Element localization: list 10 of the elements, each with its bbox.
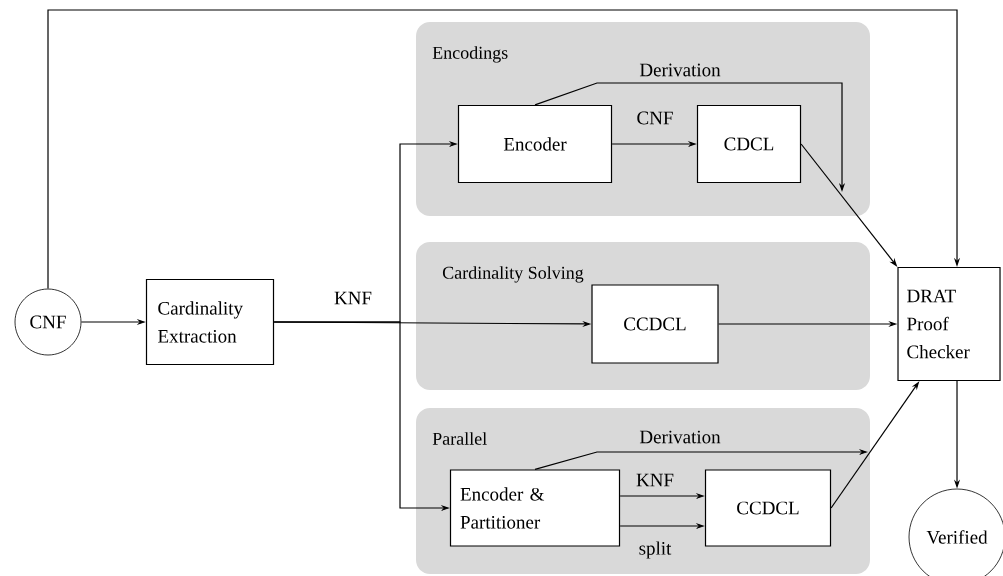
process-box: Encoder & Partitioner: [449, 469, 621, 547]
process-box: Encoder: [457, 104, 613, 184]
edge-label: KNF: [333, 290, 373, 306]
process-box: CCDCL: [704, 469, 832, 547]
process-box: CCDCL: [591, 284, 719, 364]
process-box: DRAT Proof Checker: [897, 266, 1001, 382]
process-box: CDCL: [696, 104, 802, 184]
process-box: Cardinality Extraction: [145, 278, 275, 366]
edge-label: split: [637, 540, 673, 560]
arrow: [47, 9, 961, 290]
